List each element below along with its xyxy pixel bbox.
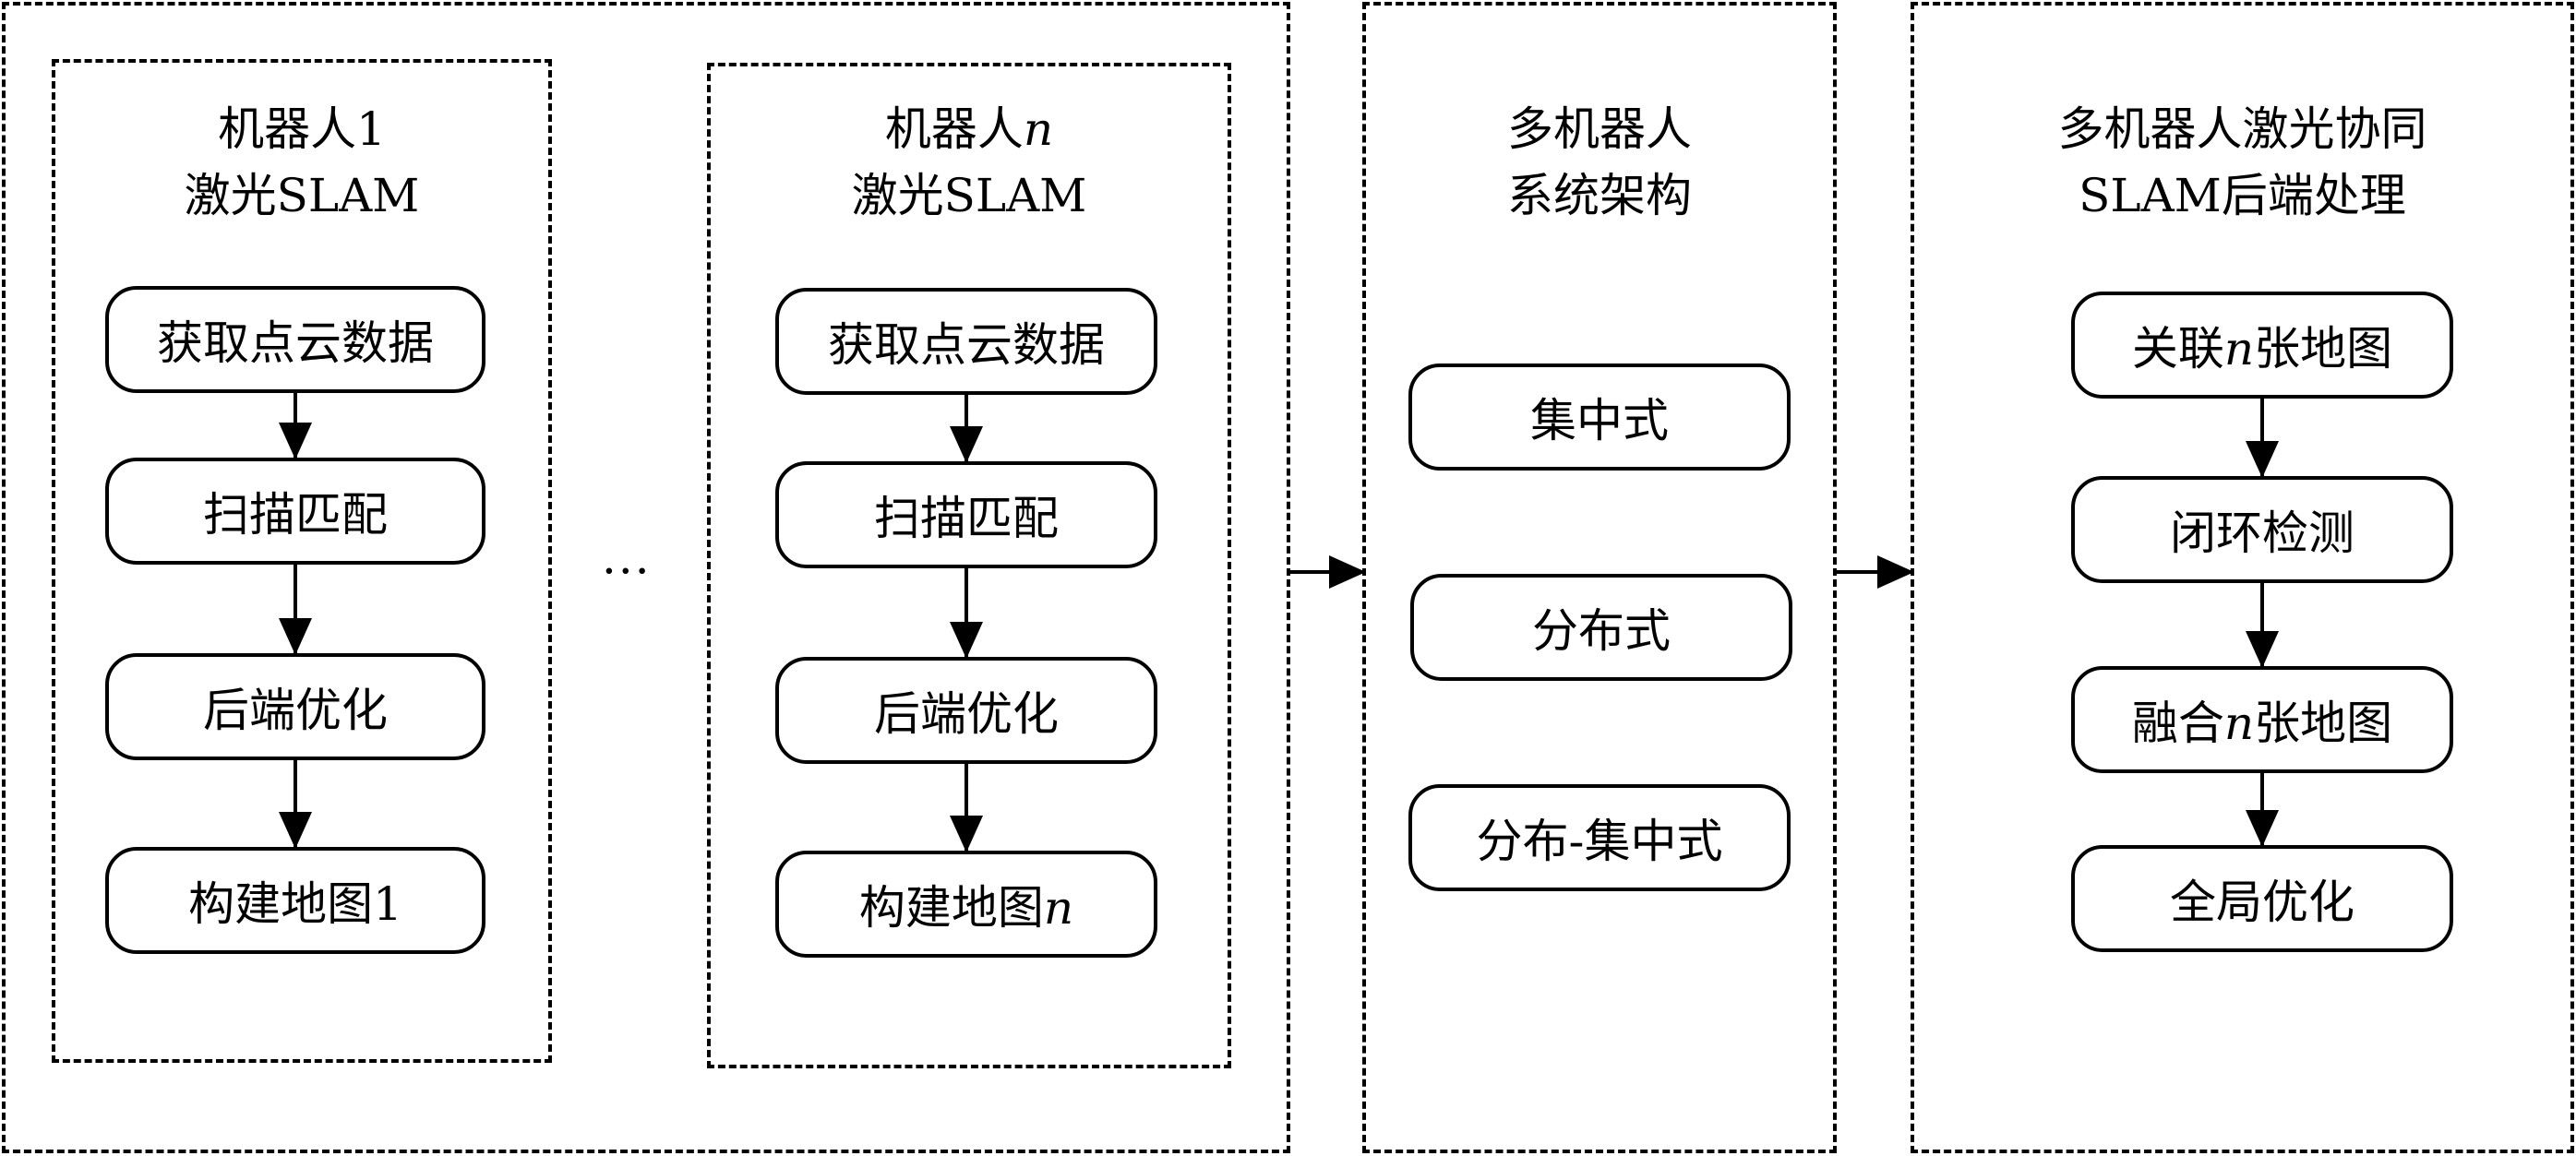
- backend-title-line2: SLAM后端处理: [2079, 169, 2406, 222]
- robot1-step-scan-matching: 扫描匹配: [105, 458, 485, 565]
- backend-step-loop-closure: 闭环检测: [2071, 476, 2453, 583]
- robotn-step-build-map: 构建地图n: [775, 851, 1157, 958]
- system-title-line2: 系统架构: [1507, 169, 1692, 222]
- backend-step-global-optimization: 全局优化: [2071, 845, 2453, 952]
- backend-title: 多机器人激光协同 SLAM后端处理: [1911, 96, 2574, 229]
- option-distributed: 分布式: [1410, 574, 1792, 681]
- robot1-title: 机器人1 激光SLAM: [52, 96, 552, 229]
- option-distributed-centralized: 分布-集中式: [1408, 784, 1791, 891]
- backend-step-associate-maps: 关联n张地图: [2071, 292, 2453, 399]
- robotn-title: 机器人n 激光SLAM: [707, 96, 1231, 229]
- robot1-step-backend-optimization: 后端优化: [105, 653, 485, 760]
- option-centralized: 集中式: [1408, 363, 1791, 471]
- system-title: 多机器人 系统架构: [1362, 96, 1837, 229]
- ellipsis: ···: [602, 544, 652, 598]
- robot1-step-build-map: 构建地图1: [105, 847, 485, 954]
- backend-title-line1: 多机器人激光协同: [2057, 102, 2427, 156]
- robot1-title-line2: 激光SLAM: [184, 169, 420, 222]
- robotn-step-scan-matching: 扫描匹配: [775, 461, 1157, 568]
- system-title-line1: 多机器人: [1507, 102, 1692, 156]
- backend-step-fuse-maps: 融合n张地图: [2071, 666, 2453, 773]
- robot1-step-acquire-pointcloud: 获取点云数据: [105, 286, 485, 393]
- robot1-title-line1: 机器人1: [218, 102, 386, 156]
- robotn-step-backend-optimization: 后端优化: [775, 657, 1157, 764]
- robotn-step-acquire-pointcloud: 获取点云数据: [775, 288, 1157, 395]
- robot1-frame: [52, 59, 552, 1063]
- robotn-frame: [707, 63, 1231, 1068]
- robots-outer-frame: [2, 2, 1290, 1153]
- robotn-title-line1: 机器人n: [884, 102, 1054, 156]
- robotn-title-line2: 激光SLAM: [851, 169, 1087, 222]
